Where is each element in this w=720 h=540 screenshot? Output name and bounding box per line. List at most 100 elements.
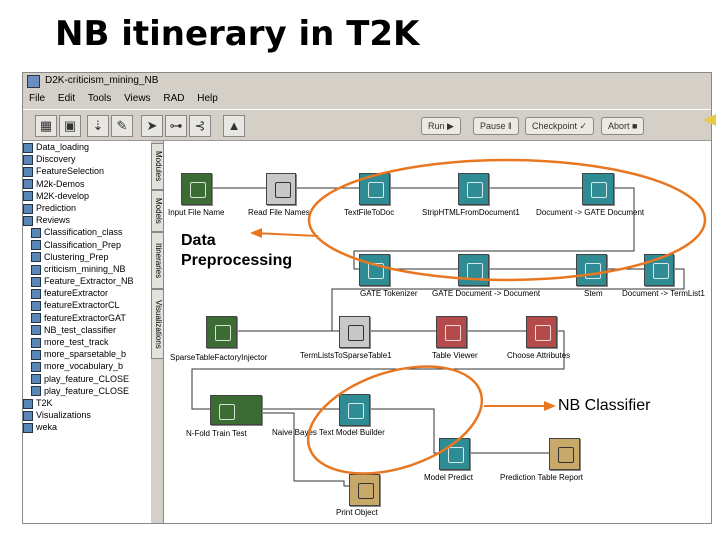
module-label: Document -> GATE Document [536, 208, 645, 217]
abort-button[interactable]: Abort ■ [601, 117, 645, 135]
itinerary-icon [31, 288, 41, 299]
edit-icon[interactable]: ✎ [111, 115, 133, 137]
tree-item[interactable]: weka [23, 421, 151, 433]
itinerary-icon [31, 325, 41, 336]
choose-attributes-module[interactable] [526, 316, 557, 348]
tab-visualizations[interactable]: Visualizations [151, 289, 164, 359]
stem-module[interactable] [576, 254, 607, 286]
flow-icon[interactable]: ⇣ [87, 115, 109, 137]
itinerary-icon [31, 240, 41, 251]
pause-button[interactable]: Pause ‖ [473, 117, 519, 135]
sparsetable-factory-module[interactable] [206, 316, 237, 348]
tree-item[interactable]: Feature_Extractor_NB [23, 275, 151, 287]
folder-icon [23, 203, 33, 214]
itinerary-icon [31, 252, 41, 263]
menu-views[interactable]: Views [124, 93, 151, 104]
d2k-application-window: D2K-criticism_mining_NB File Edit Tools … [22, 72, 712, 524]
tree-item[interactable]: play_feature_CLOSE [23, 385, 151, 397]
pointer-icon[interactable]: ➤ [141, 115, 163, 137]
tree-item[interactable]: M2K-develop [23, 190, 151, 202]
folder-icon [23, 179, 33, 190]
grid-icon[interactable]: ▦ [35, 115, 57, 137]
module-label: Stem [584, 289, 603, 298]
tree-item[interactable]: more_vocabulary_b [23, 360, 151, 372]
module-icon [358, 483, 374, 499]
tree-item[interactable]: featureExtractorGAT [23, 312, 151, 324]
folder-icon [23, 410, 33, 421]
module-icon [653, 263, 669, 279]
itinerary-icon [31, 374, 41, 385]
itinerary-icon [31, 386, 41, 397]
tree-item[interactable]: featureExtractorCL [23, 299, 151, 312]
input-file-name-module[interactable] [181, 173, 212, 205]
run-button[interactable]: Run ▶ [421, 117, 461, 135]
itinerary-icon [31, 227, 41, 238]
module-label: StripHTMLFromDocument1 [422, 208, 520, 217]
menu-edit[interactable]: Edit [57, 93, 76, 104]
module-label: SparseTableFactoryInjector [170, 353, 268, 362]
tree-item[interactable]: NB_test_classifier [23, 324, 151, 336]
tree-item[interactable]: Prediction [23, 202, 151, 214]
table-viewer-module[interactable] [436, 316, 467, 348]
tree-item[interactable]: Visualizations [23, 409, 151, 421]
module-label: TermListsToSparseTable1 [300, 351, 392, 360]
itinerary-icon [31, 264, 41, 275]
tree-item[interactable]: Reviews [23, 214, 151, 226]
menu-rad[interactable]: RAD [163, 93, 185, 104]
document-to-gate-module[interactable] [582, 173, 614, 205]
tree-item[interactable]: featureExtractor [23, 287, 151, 299]
gate-tokenizer-module[interactable] [359, 254, 390, 286]
nfold-train-test-module[interactable] [210, 395, 262, 425]
tree-item[interactable]: FeatureSelection [23, 165, 151, 177]
folder-icon [23, 142, 33, 153]
module-label: N-Fold Train Test [186, 429, 247, 438]
striphtml-module[interactable] [458, 173, 489, 205]
menu-bar: File Edit Tools Views RAD Help [23, 91, 711, 107]
module-icon [190, 182, 206, 198]
module-icon [368, 263, 384, 279]
window-title: D2K-criticism_mining_NB [45, 75, 159, 86]
termlists-to-sparsetable-module[interactable] [339, 316, 370, 348]
tree-item[interactable]: more_sparsetable_b [23, 348, 151, 360]
tree-item[interactable]: T2K [23, 397, 151, 409]
module-icon [368, 182, 384, 198]
menu-tools[interactable]: Tools [87, 93, 112, 104]
textfiletodoc-module[interactable] [359, 173, 390, 205]
toolbar: ▦ ▣ ⇣ ✎ ➤ ⊶ ⊰ ▲ Run ▶ Pause ‖ Checkpoint… [23, 109, 711, 141]
menu-file[interactable]: File [29, 93, 46, 104]
itinerary-icon [31, 362, 41, 372]
tree-item[interactable]: criticism_mining_NB [23, 263, 151, 275]
itinerary-canvas[interactable]: Input File Name Read File Names TextFile… [164, 141, 711, 523]
up-arrow-icon[interactable]: ▲ [223, 115, 245, 137]
tree-item[interactable]: more_test_track [23, 336, 151, 348]
read-file-names-module[interactable] [266, 173, 296, 205]
tree-item[interactable]: Classification_Prep [23, 239, 151, 251]
tab-models[interactable]: Models [151, 190, 164, 232]
module-tree: Data_loading Discovery FeatureSelection … [23, 141, 152, 523]
document-to-termlist-module[interactable] [644, 254, 674, 286]
tab-modules[interactable]: Modules [151, 143, 164, 190]
branch-icon[interactable]: ⊰ [189, 115, 211, 137]
model-predict-module[interactable] [439, 438, 470, 470]
tree-item[interactable]: play_feature_CLOSE [23, 373, 151, 385]
save-icon[interactable]: ▣ [59, 115, 81, 137]
menu-help[interactable]: Help [197, 93, 218, 104]
gate-to-document-module[interactable] [458, 254, 489, 286]
module-icon [591, 182, 607, 198]
naive-bayes-builder-module[interactable] [339, 394, 370, 426]
module-icon [585, 263, 601, 279]
tab-itineraries[interactable]: Itineraries [151, 232, 164, 289]
module-icon [535, 325, 551, 341]
connect-icon[interactable]: ⊶ [165, 115, 187, 137]
prediction-table-report-module[interactable] [549, 438, 580, 470]
tree-item[interactable]: Classification_class [23, 226, 151, 238]
module-icon [215, 325, 231, 341]
tree-item[interactable]: M2k-Demos [23, 178, 151, 190]
checkpoint-button[interactable]: Checkpoint ✓ [525, 117, 595, 135]
print-object-module[interactable] [349, 474, 380, 506]
tree-item[interactable]: Discovery [23, 153, 151, 165]
tree-item[interactable]: Clustering_Prep [23, 251, 151, 263]
module-label: Table Viewer [432, 351, 478, 360]
module-label: GATE Document -> Document [432, 289, 541, 298]
tree-item[interactable]: Data_loading [23, 141, 151, 153]
